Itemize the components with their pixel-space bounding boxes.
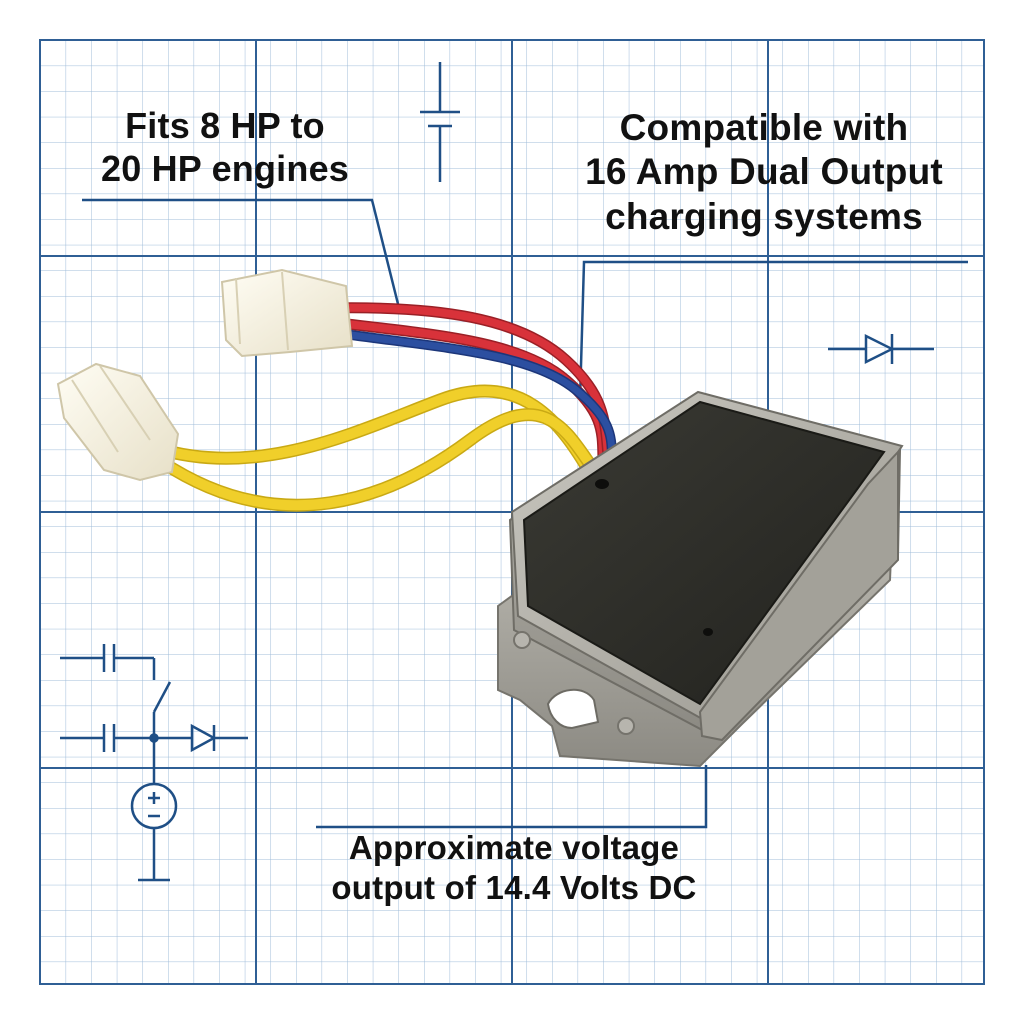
leader-compat xyxy=(578,260,968,401)
regulator-housing xyxy=(497,390,904,768)
wire-harness xyxy=(149,302,619,512)
callout-compat-line-3: charging systems xyxy=(605,195,923,237)
capacitor-icon xyxy=(60,644,156,680)
callout-engine-hp-range: Fits 8 HP to 20 HP engines xyxy=(70,104,380,190)
callout-volt-line-1: Approximate voltage xyxy=(348,829,680,866)
leader-hp xyxy=(82,198,400,305)
callout-compat-line-1: Compatible with xyxy=(619,107,909,148)
callout-compat-line-2: 16 Amp Dual Output xyxy=(585,151,943,193)
leader-volt xyxy=(316,765,708,829)
voltage-regulator-product xyxy=(56,268,904,768)
battery-cell-icon xyxy=(420,62,460,182)
schematic-circuit xyxy=(60,644,248,882)
callout-compatibility: Compatible with 16 Amp Dual Output charg… xyxy=(548,106,980,239)
diode-icon xyxy=(828,333,934,365)
connector-plug-top xyxy=(220,268,354,358)
callout-leader-lines xyxy=(82,198,968,829)
callout-hp-line-2: 20 HP engines xyxy=(100,148,350,190)
callout-voltage-output: Approximate voltage output of 14.4 Volts… xyxy=(300,828,728,907)
callout-hp-line-1: Fits 8 HP to xyxy=(125,105,325,146)
connector-plug-left xyxy=(56,362,180,482)
callout-volt-line-2: output of 14.4 Volts DC xyxy=(331,868,697,906)
